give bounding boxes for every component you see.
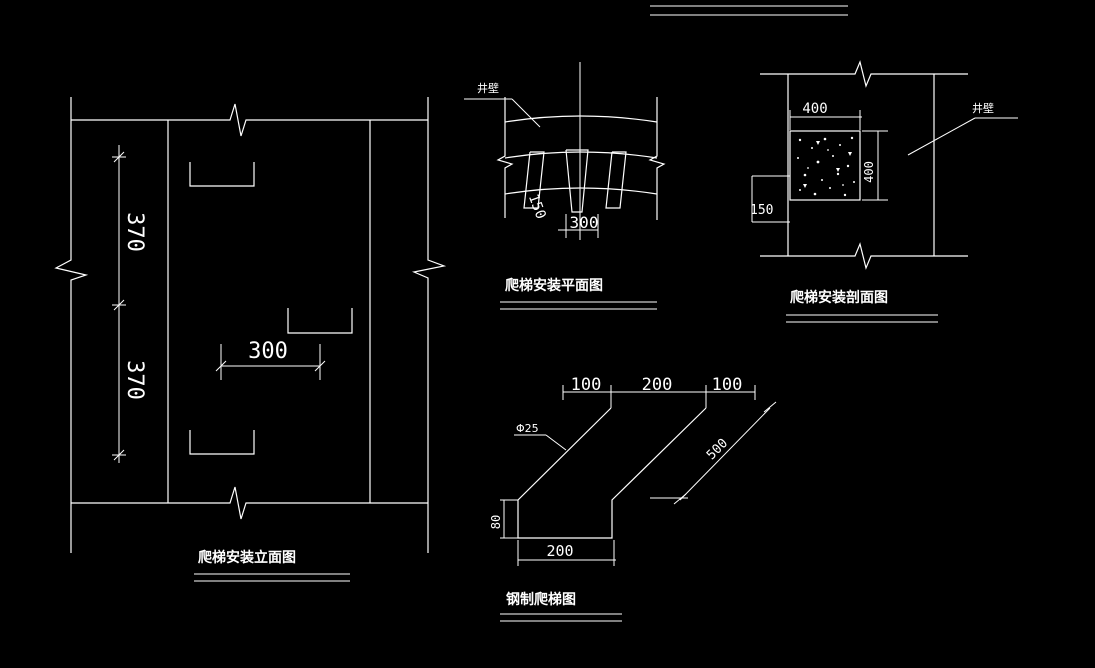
plan-wall-arc-top — [504, 115, 658, 123]
section-title: 爬梯安装剖面图 — [790, 289, 888, 306]
rung-dim-height: 80 — [489, 515, 503, 529]
plan-dim-width: 300 — [570, 213, 599, 232]
rung-diameter-label: Φ25 — [516, 422, 539, 435]
plan-right-edge — [648, 97, 666, 220]
top-reference-lines — [650, 5, 848, 16]
rung-dim-slant: 500 — [704, 436, 731, 463]
elevation-view: 370 370 300 爬梯安装立面图 — [54, 97, 447, 582]
plan-title: 爬梯安装平面图 — [505, 277, 603, 294]
section-bottom-break — [760, 242, 968, 270]
plan-rung-center — [565, 149, 589, 213]
section-dim-offset: 150 — [750, 203, 773, 218]
rung-dim-left: 100 — [571, 375, 602, 395]
section-dim-height: 400 — [862, 161, 876, 183]
section-dim-width: 400 — [802, 101, 827, 117]
section-wall-label: 井壁 — [972, 101, 994, 115]
elevation-dim-lower: 370 — [122, 360, 147, 400]
section-view: 400 400 150 井壁 爬梯安装剖面图 — [750, 60, 1018, 323]
plan-view: 井壁 150 300 爬梯安装平面图 — [464, 62, 666, 310]
rung-dim-bottom: 200 — [546, 542, 573, 560]
rung-upper — [189, 162, 255, 187]
rung-dim-mid: 200 — [642, 375, 673, 395]
plan-wall-arc-middle — [504, 151, 658, 159]
rung-detail-view: 100 200 100 Φ25 500 80 200 钢制爬梯图 — [489, 375, 777, 622]
rung-shape — [517, 407, 707, 539]
concrete-hatch — [797, 136, 855, 197]
plan-left-edge — [496, 97, 514, 218]
elevation-right-edge — [411, 97, 447, 553]
rung-lower — [189, 430, 255, 455]
rung-title: 钢制爬梯图 — [506, 591, 576, 608]
section-concrete-block — [789, 130, 861, 201]
section-top-break — [760, 60, 968, 88]
elevation-dim-width: 300 — [248, 339, 288, 364]
rung-middle — [287, 308, 353, 334]
elevation-title: 爬梯安装立面图 — [198, 549, 296, 566]
plan-rung-right — [605, 151, 627, 209]
plan-wall-label: 井壁 — [477, 81, 499, 95]
plan-dim-depth: 150 — [525, 192, 549, 221]
elevation-bottom-break — [71, 486, 428, 520]
plan-wall-arc-bottom — [504, 187, 658, 195]
plan-rung-left — [523, 151, 545, 209]
rung-dim-right: 100 — [712, 375, 743, 395]
elevation-left-edge — [54, 97, 89, 553]
elevation-top-break — [71, 103, 428, 137]
elevation-dim-upper: 370 — [122, 212, 147, 252]
